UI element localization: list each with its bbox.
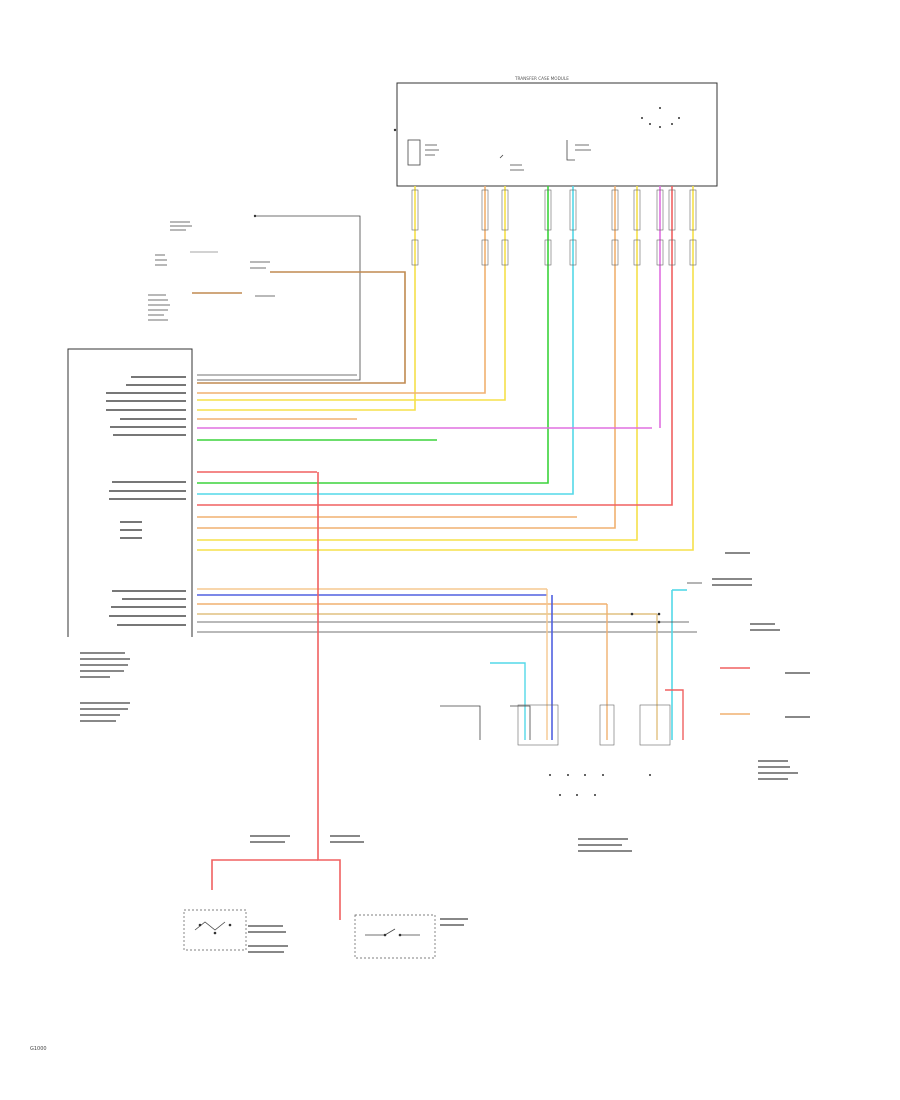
- module-wires: [197, 186, 697, 551]
- main-controller: [67, 348, 697, 722]
- module-motor-text-icon: [499, 154, 524, 171]
- controller-outline: [67, 348, 193, 637]
- transfer-case-module: TRANSFER CASE MODULE: [393, 76, 718, 187]
- transfer-case-module-label: TRANSFER CASE MODULE: [514, 76, 569, 81]
- figure-id: G1000: [30, 1046, 47, 1052]
- controller-pin-rows: [197, 374, 697, 633]
- controller-notes: [80, 652, 130, 722]
- module-pins: [411, 189, 697, 266]
- module-relay-text-icon: [425, 144, 439, 156]
- right-connectors: [440, 552, 810, 852]
- right-switch-box: [354, 914, 436, 959]
- top-left-inputs: [148, 214, 406, 384]
- bottom-switches: [183, 835, 468, 959]
- module-driver-icon: [566, 140, 591, 161]
- long-red-wire: [211, 472, 341, 920]
- controller-pin-labels: [106, 376, 186, 626]
- module-ground-icon: [393, 128, 397, 132]
- module-relay-icon: [407, 139, 421, 166]
- transfer-case-module-box: [396, 82, 718, 187]
- bottom-connector-icon: [549, 774, 651, 796]
- module-connector-icon: [641, 107, 680, 128]
- left-switch-box: [183, 909, 247, 951]
